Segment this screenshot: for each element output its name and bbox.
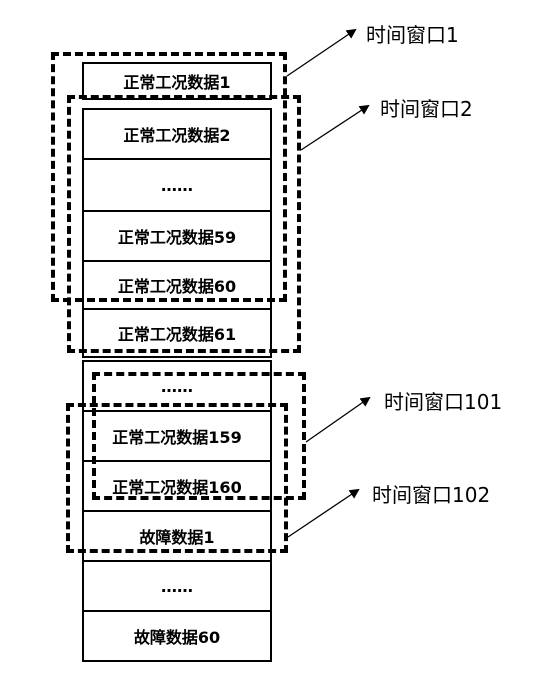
- arrow-window-101: [305, 396, 371, 443]
- time-window-2-label: 时间窗口2: [380, 97, 473, 121]
- data-cell-fault-1: 故障数据1: [82, 510, 272, 562]
- time-window-101-label: 时间窗口101: [384, 390, 503, 414]
- arrow-window-1: [286, 28, 357, 77]
- time-window-102-label: 时间窗口102: [372, 483, 491, 507]
- data-cell-fault-60: 故障数据60: [82, 610, 272, 662]
- arrow-window-102: [287, 488, 360, 538]
- data-cell-ellipsis: ……: [82, 158, 272, 212]
- time-window-1-label: 时间窗口1: [366, 23, 459, 47]
- data-cell-normal-1: 正常工况数据1: [82, 62, 272, 100]
- arrow-window-2: [300, 104, 370, 151]
